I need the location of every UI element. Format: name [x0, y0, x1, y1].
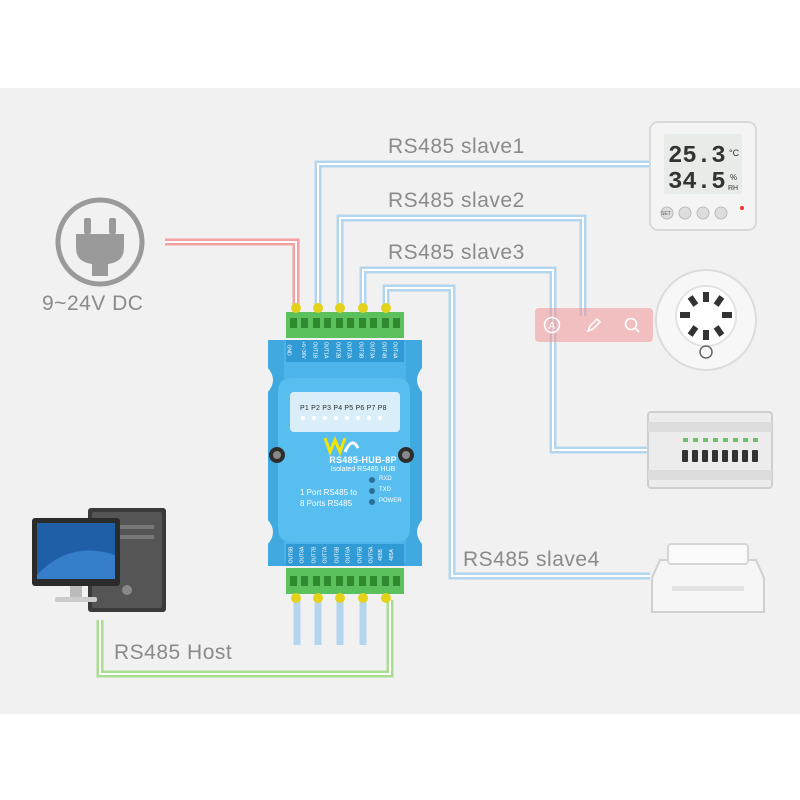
top-pin-label: OUT2A — [345, 341, 352, 359]
bottom-pin-label: OUT5A — [368, 546, 375, 564]
top-pin-label: OUT1A — [322, 341, 329, 359]
bottom-pin-label: OUT6B — [334, 546, 341, 564]
bottom-pin-label: OUT6A — [345, 546, 352, 564]
power-label: 9~24V DC — [42, 292, 144, 315]
wire-power — [165, 238, 300, 312]
search-icon[interactable] — [623, 316, 641, 334]
hub-desc-line2: 8 Ports RS485 — [300, 499, 353, 508]
led-label-txd: TXD — [379, 487, 391, 493]
top-pin-label: GND — [285, 344, 292, 356]
display-set: SET — [661, 211, 671, 217]
display-temp-unit: °C — [729, 148, 740, 158]
waveshare-logo — [323, 436, 360, 457]
slave3-label: RS485 slave3 — [388, 241, 525, 264]
hub-subtitle: Isolated RS485 HUB — [330, 466, 396, 473]
slave2-label: RS485 slave2 — [388, 189, 525, 212]
rs485-hub-device — [268, 303, 422, 603]
desktop-computer-icon — [32, 508, 166, 612]
power-plug-icon — [55, 197, 145, 287]
display-hum-unit: % — [730, 173, 737, 182]
led-label-rxd: RXD — [379, 476, 392, 482]
top-pin-label: OUT4B — [380, 341, 387, 359]
floating-toolbar[interactable]: A — [535, 308, 653, 342]
bottom-pin-label: OUT7A — [322, 546, 329, 564]
relay-module-device — [647, 411, 773, 489]
bottom-pin-label: 485B — [377, 549, 384, 561]
slave4-label: RS485 slave4 — [463, 548, 600, 571]
bottom-pin-label: OUT8A — [299, 546, 306, 564]
top-pin-label: +6~36V — [299, 341, 306, 359]
display-rh: RH — [728, 185, 738, 192]
printer-device — [651, 543, 765, 613]
bottom-pin-label: OUT7B — [311, 546, 318, 564]
host-label: RS485 Host — [114, 641, 233, 664]
bottom-pin-label: 485A — [388, 549, 395, 561]
svg-text:A: A — [549, 321, 556, 332]
hub-desc-line1: 1 Port RS485 to — [300, 488, 357, 497]
translate-icon[interactable]: A — [543, 316, 561, 334]
led-label-power: POWER — [379, 498, 402, 504]
wire-slave1 — [314, 160, 650, 312]
smoke-detector-device — [655, 269, 757, 371]
slave1-label: RS485 slave1 — [388, 135, 525, 158]
display-humidity: 34.5 — [668, 169, 726, 196]
top-pin-label: OUT3A — [368, 341, 375, 359]
bottom-pin-label: OUT8B — [288, 546, 295, 564]
display-temp: 25.3 — [668, 143, 726, 170]
top-pin-label: OUT1B — [311, 341, 318, 359]
top-pin-label: OUT4A — [391, 341, 398, 359]
top-pin-label: OUT2B — [334, 341, 341, 359]
hub-ports-line: P1 P2 P3 P4 P5 P6 P7 P8 — [300, 405, 387, 412]
bottom-pin-label: OUT5B — [357, 546, 364, 564]
thermo-hygrometer-device: 25.3 °C 34.5 % RH SET — [649, 121, 757, 231]
edit-icon[interactable] — [585, 316, 603, 334]
top-pin-label: OUT3B — [357, 341, 364, 359]
hub-model: RS485-HUB-8P — [329, 455, 397, 465]
